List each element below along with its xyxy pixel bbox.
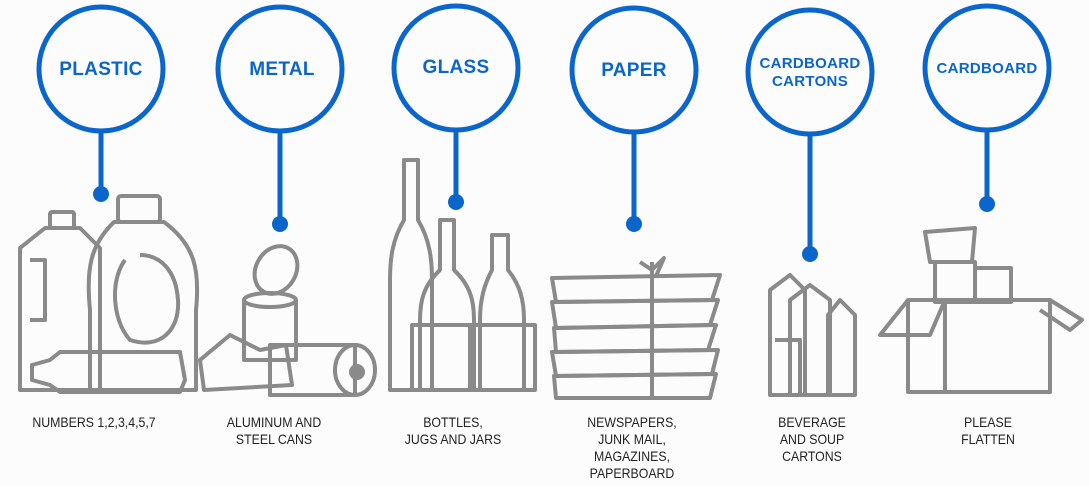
glass-bottles-icon [388, 158, 537, 392]
category-title-plastic: PLASTIC [59, 59, 143, 80]
description-line: JUGS AND JARS [404, 431, 502, 447]
plastic-pin [36, 4, 166, 192]
metal-description: ALUMINUM AND STEEL CANS [199, 414, 349, 448]
title-line: CARDBOARD [759, 55, 861, 72]
description-line: JUNK MAIL, [598, 431, 666, 447]
plastic-description: NUMBERS 1,2,3,4,5,7 [19, 414, 169, 431]
cardboard-description: PLEASE FLATTEN [913, 414, 1063, 448]
category-title-glass: GLASS [422, 57, 490, 78]
description-line: NEWSPAPERS, [587, 414, 677, 430]
cartons-description: BEVERAGE AND SOUP CARTONS [737, 414, 887, 465]
description-line: PLEASE [964, 414, 1012, 430]
description-line: AND SOUP [779, 431, 845, 447]
description-line: NUMBERS 1,2,3,4,5,7 [32, 414, 156, 430]
description-line: BOTTLES, [423, 414, 483, 430]
glass-description: BOTTLES, JUGS AND JARS [378, 414, 528, 448]
cartons-pin [745, 7, 875, 252]
description-line: MAGAZINES, [593, 448, 670, 464]
paper-stack-icon [550, 256, 722, 400]
category-title-cardboard: CARDBOARD [936, 60, 1038, 77]
title-line: CARTONS [772, 73, 848, 90]
plastic-bottles-icon [18, 194, 200, 394]
description-line: PAPERBOARD [589, 465, 675, 481]
cardboard-pin [922, 3, 1052, 202]
metal-pin [215, 4, 345, 222]
category-title-paper: PAPER [601, 60, 667, 81]
cardboard-box-icon [878, 226, 1084, 394]
paper-description: NEWSPAPERS, JUNK MAIL, MAGAZINES, PAPERB… [557, 414, 707, 482]
description-line: FLATTEN [961, 431, 1015, 447]
category-title-cardboard-cartons: CARDBOARD CARTONS [750, 55, 870, 91]
paper-pin [569, 5, 699, 222]
description-line: CARTONS [782, 448, 842, 464]
metal-cans-icon [198, 244, 377, 397]
cartons-icon [768, 273, 857, 397]
category-title-metal: METAL [249, 59, 315, 80]
description-line: STEEL CANS [235, 431, 313, 447]
description-line: BEVERAGE [778, 414, 846, 430]
glass-pin [391, 3, 521, 200]
description-line: ALUMINUM AND [226, 414, 322, 430]
